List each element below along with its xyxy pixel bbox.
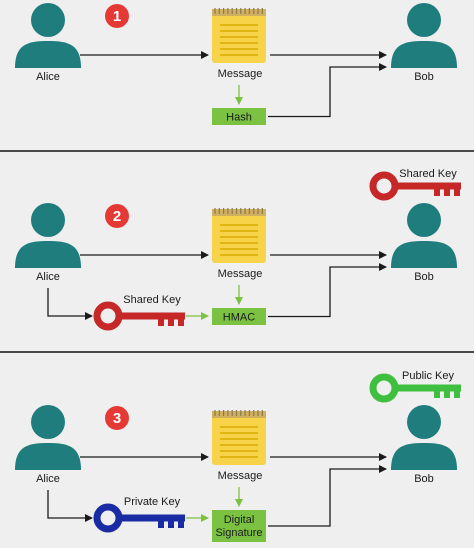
message-label: Message <box>218 68 263 80</box>
message-note-icon <box>212 208 266 263</box>
sender-key-label: Shared Key <box>123 294 181 306</box>
person-icon <box>15 203 81 268</box>
receiver-key-label: Public Key <box>402 370 454 382</box>
step-badge: 1 <box>105 4 129 28</box>
receiver-label: Bob <box>414 71 434 83</box>
box-to-bob-arrow <box>268 63 387 118</box>
receiver-label: Bob <box>414 271 434 283</box>
key-icon <box>93 503 185 533</box>
box-to-bob-arrow <box>268 465 387 527</box>
sender-label: Alice <box>36 71 60 83</box>
person-icon <box>15 3 81 68</box>
result-box-label: Digital <box>224 514 255 526</box>
person-icon <box>391 3 457 68</box>
box-to-bob-arrow <box>268 263 387 318</box>
green-result-box <box>212 308 266 325</box>
person-icon <box>15 405 81 470</box>
person-icon <box>391 405 457 470</box>
key-icon <box>369 373 461 403</box>
step-badge: 3 <box>105 406 129 430</box>
step-number: 3 <box>113 410 121 427</box>
sender-label: Alice <box>36 473 60 485</box>
step-number: 1 <box>113 8 121 25</box>
person-icon <box>391 203 457 268</box>
sender-label: Alice <box>36 271 60 283</box>
step-badge: 2 <box>105 204 129 228</box>
result-box-label: Hash <box>226 112 252 124</box>
green-result-box <box>212 510 266 542</box>
alice-to-key-arrow <box>47 288 93 320</box>
alice-to-key-arrow <box>47 490 93 522</box>
receiver-key-label: Shared Key <box>399 168 457 180</box>
receiver-label: Bob <box>414 473 434 485</box>
result-box-label: Signature <box>215 527 262 539</box>
step-number: 2 <box>113 208 121 225</box>
key-icon <box>369 171 461 201</box>
result-box-label: HMAC <box>223 312 255 324</box>
message-note-icon <box>212 8 266 63</box>
green-result-box <box>212 108 266 125</box>
key-icon <box>93 301 185 331</box>
message-label: Message <box>218 470 263 482</box>
sender-key-label: Private Key <box>124 496 181 508</box>
message-label: Message <box>218 268 263 280</box>
message-note-icon <box>212 410 266 465</box>
